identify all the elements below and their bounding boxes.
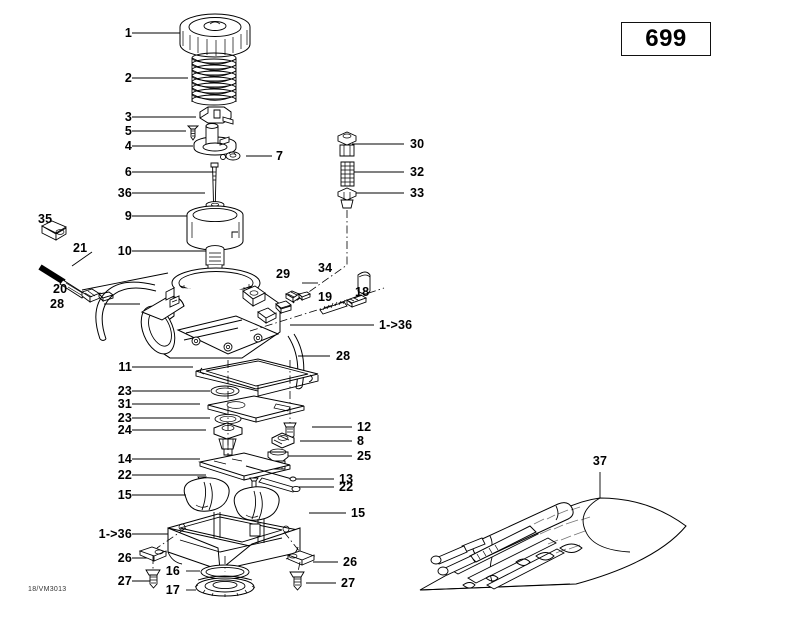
- float-bowl: [167, 512, 301, 571]
- bowl-axis-right: [283, 531, 301, 553]
- part-15-float-right: [233, 486, 280, 521]
- label-35: 35: [38, 212, 53, 226]
- label-4: 4: [124, 139, 132, 153]
- part-15-float-left: [183, 477, 230, 512]
- label-range-upper: 1->36: [379, 318, 413, 332]
- part-26-clamp-right: [286, 550, 316, 566]
- part-27-screw-left: [145, 569, 161, 589]
- part-30-seat-nut: [337, 131, 357, 157]
- label-22-upper: 22: [117, 468, 132, 482]
- part-29-pilot-screw: [285, 290, 311, 303]
- part-34-cap-plug: [357, 271, 371, 295]
- part-3-slide-retainer: [199, 106, 234, 125]
- part-14-float-arm: [198, 452, 301, 493]
- part-9-throttle-slide: [186, 205, 244, 251]
- part-12-pilot-jet: [283, 422, 297, 440]
- label-15-right: 15: [351, 506, 366, 520]
- plug-wrench: [437, 525, 537, 576]
- part-5-screw: [186, 125, 200, 141]
- part-26-clamp-left: [138, 546, 168, 562]
- label-28-right: 28: [336, 349, 351, 363]
- label-1: 1: [124, 26, 132, 40]
- label-27-left: 27: [117, 574, 132, 588]
- label-30: 30: [410, 137, 425, 151]
- label-34: 34: [318, 261, 333, 275]
- part-1-top-cap: [179, 13, 251, 58]
- label-22-lower: 22: [339, 480, 354, 494]
- label-23-upper: 23: [117, 384, 132, 398]
- clamp-axis-right: [297, 561, 301, 573]
- label-11: 11: [118, 360, 132, 374]
- label-23-lower: 23: [117, 411, 132, 425]
- part-23-washer-upper: [210, 385, 240, 397]
- assembly-axis-pilot: [249, 287, 385, 332]
- part-6-jet-needle: [210, 162, 219, 208]
- label-25: 25: [357, 449, 372, 463]
- label-14: 14: [117, 452, 132, 466]
- label-18: 18: [355, 285, 370, 299]
- label-37: 37: [592, 454, 608, 468]
- label-3: 3: [124, 110, 132, 124]
- label-13: 13: [339, 472, 354, 486]
- label-6: 6: [124, 165, 132, 179]
- leader-lines: [47, 32, 214, 582]
- bowl-axis-left: [156, 527, 187, 549]
- part-35-cap: [40, 220, 67, 241]
- label-21: 21: [73, 241, 88, 255]
- label-16: 16: [165, 564, 180, 578]
- part-27-screw-right: [289, 571, 305, 591]
- label-33: 33: [410, 186, 425, 200]
- leader-lines-right: [246, 143, 404, 584]
- label-27-right: 27: [341, 576, 356, 590]
- part-28-vent-hose-left: [95, 281, 157, 341]
- label-9: 9: [124, 209, 132, 223]
- carburetor-body: [140, 267, 292, 359]
- part-28-vent-hose-right: [287, 333, 305, 390]
- label-19: 19: [318, 290, 333, 304]
- part-13-float-pin: [245, 465, 297, 482]
- label-7: 7: [276, 149, 284, 163]
- label-24: 24: [117, 423, 132, 437]
- label-5: 5: [124, 124, 132, 138]
- part-number-box: 699: [621, 22, 711, 56]
- part-20-cable-nut: [81, 288, 114, 303]
- part-21-cable-adjuster: [38, 264, 86, 299]
- label-12: 12: [357, 420, 372, 434]
- part-11-gasket: [195, 358, 319, 397]
- label-31: 31: [117, 397, 132, 411]
- part-18-adjuster-screw: [345, 294, 368, 308]
- label-26-right: 26: [343, 555, 358, 569]
- part-8-float-pivot-nut: [271, 432, 295, 449]
- drawing-code: 18/VM3013: [28, 586, 67, 593]
- label-28-left: 28: [50, 297, 65, 311]
- part-4-needle-holder: [193, 123, 237, 156]
- label-29: 29: [276, 267, 291, 281]
- label-26-left: 26: [117, 551, 132, 565]
- part-24-main-jet: [213, 422, 243, 456]
- part-7-e-clip: [220, 151, 241, 161]
- label-15-left: 15: [117, 488, 132, 502]
- label-17: 17: [165, 583, 180, 597]
- part-33-valve-seat: [337, 187, 357, 209]
- part-2-spring: [191, 52, 237, 106]
- label-32: 32: [410, 165, 425, 179]
- label-10: 10: [117, 244, 132, 258]
- label-36: 36: [117, 186, 132, 200]
- part-17-drain-plug: [194, 575, 256, 597]
- label-20: 20: [53, 282, 68, 296]
- label-range-lower: 1->36: [98, 527, 132, 541]
- part-19-spring: [319, 299, 348, 315]
- label-8: 8: [357, 434, 365, 448]
- part-37-tool-kit: [419, 472, 687, 591]
- label-2: 2: [124, 71, 132, 85]
- part-32-float-valve: [340, 161, 355, 187]
- part-number-value: 699: [645, 25, 687, 52]
